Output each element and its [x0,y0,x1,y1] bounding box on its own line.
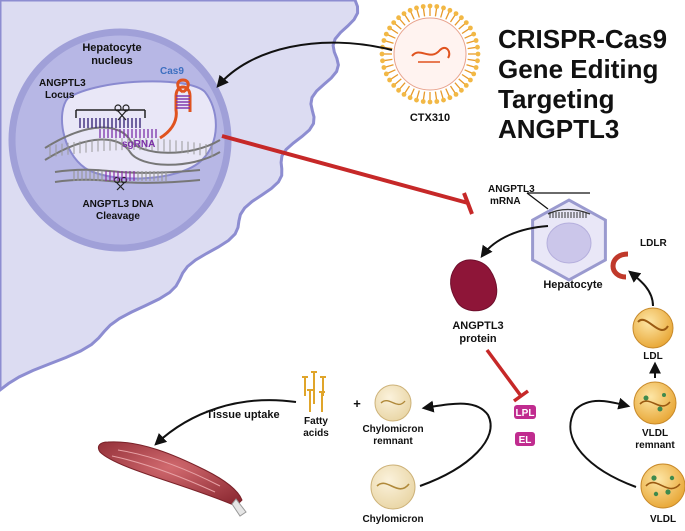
chylo-remnant-label-line1: Chylomicron [362,424,423,435]
lpl-enzyme-badge: LPL [514,405,536,419]
dna-strand [44,126,221,184]
fatty-acids-label-line1: Fatty [304,416,328,427]
ctx310-lipid-nanoparticle [379,3,481,105]
nucleus-label-line1: Hepatocyte [82,42,141,54]
ldl-label: LDL [643,351,662,362]
translation-arrow [480,225,549,258]
title-line-4: ANGPTL3 [498,114,620,144]
page-title: CRISPR-Cas9 Gene Editing Targeting ANGPT… [498,24,683,144]
scissors-icon [114,104,130,121]
cleavage-label-line1: ANGPTL3 DNA [82,199,153,210]
title-line-3: Targeting [498,84,615,114]
cleavage-label-line2: Cleavage [96,211,140,222]
vldl-particle [640,463,685,509]
dna-cleavage-site [73,171,167,181]
ctx310-label: CTX310 [410,112,450,124]
cas9-sgrna-complex [99,78,192,140]
mrna-label-line1: ANGPTL3 [488,184,535,195]
vldl-remnant-label-line2: remnant [635,440,675,451]
chylomicron-particle [370,464,416,510]
el-enzyme-badge: EL [515,432,535,446]
el-label: EL [519,435,532,446]
locus-label-line2: Locus [45,90,75,101]
muscle-tissue-icon [97,441,247,517]
plus-sign: + [353,396,361,411]
tissue-uptake-label: Tissue uptake [206,409,279,421]
delivery-arrow [216,41,393,88]
ldlr-receptor-icon [610,251,629,280]
cas9-label: Cas9 [160,66,184,77]
vldl-remnant-label-line1: VLDL [642,428,668,439]
inhibition-line-lpl [485,348,530,403]
chylomicron-remnant-particle [374,384,412,422]
mrna-pointer [526,192,549,210]
angptl3-protein-icon [450,259,498,312]
hepatocyte-icon [531,198,607,282]
protein-label-line2: protein [459,333,497,345]
ldlr-label: LDLR [640,238,667,249]
ldl-uptake-arrow [628,270,654,307]
vldl-label: VLDL [650,514,676,525]
hepatocyte-label: Hepatocyte [543,279,602,291]
fatty-acids-icon [302,371,326,412]
inhibition-line-mrna [221,134,474,215]
mrna-label-line2: mRNA [490,196,521,207]
vldl-hydrolysis-arrow [569,397,637,488]
ldl-particle [632,307,674,349]
protein-label-line1: ANGPTL3 [452,320,503,332]
locus-label-line1: ANGPTL3 [39,78,86,89]
angptl3-locus-marker [75,109,146,128]
chylo-remnant-label-line2: remnant [373,436,413,447]
title-line-1: CRISPR-Cas9 [498,24,668,54]
chylomicron-hydrolysis-arrow [419,400,492,487]
vldl-remnant-particle [633,381,677,425]
title-line-2: Gene Editing [498,54,659,84]
sgrna-label: sgRNA [122,139,155,150]
chylomicron-label: Chylomicron [362,514,423,525]
tissue-uptake-arrow [154,399,297,446]
lpl-label: LPL [516,408,535,419]
nucleus-label-line2: nucleus [91,55,133,67]
fatty-acids-label-line2: acids [303,428,329,439]
